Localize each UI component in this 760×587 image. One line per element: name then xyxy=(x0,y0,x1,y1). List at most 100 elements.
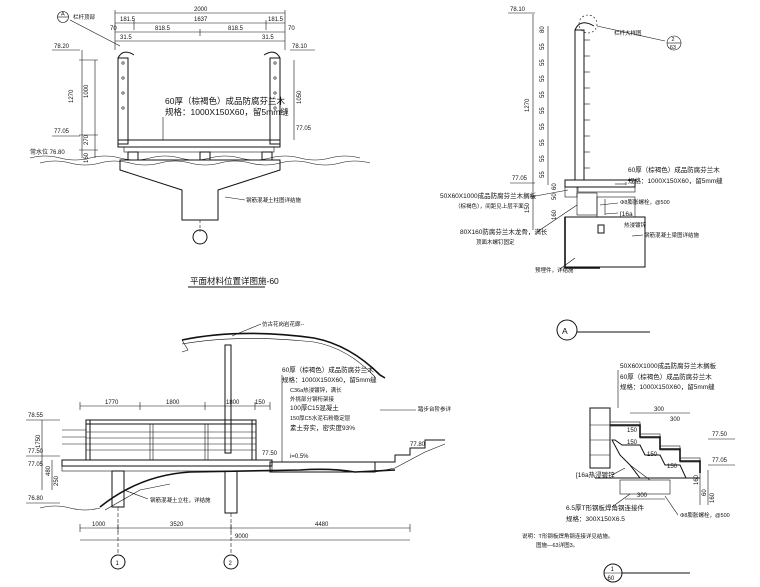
dim-width-total: 2000 xyxy=(194,7,208,13)
tr-lvl-top: 78.10 xyxy=(510,7,526,13)
ds-note-plate-l1: 6.5厚T形钢板焊角钢连接件 xyxy=(566,503,645,512)
bl-layer-2: 100厚C15混凝土 xyxy=(290,403,339,412)
ds-note2-l2: 规格：1000X150X60，留5mm缝 xyxy=(620,382,715,391)
ds-note-channel: [16a热浸镀锌 xyxy=(576,470,615,479)
tr-note4b: 热浸镀锌 xyxy=(624,221,647,229)
deck-joists xyxy=(123,146,275,153)
tr-post xyxy=(574,29,585,181)
bl-vd-1: 480 xyxy=(46,465,52,476)
ds-footer-l2: 图施—63详图3。 xyxy=(536,541,578,549)
pier-axis xyxy=(192,229,208,245)
bl-db-2: 4480 xyxy=(315,522,329,528)
tr-sd-0: 60 xyxy=(552,183,558,190)
pier xyxy=(119,159,281,221)
bl-ground xyxy=(99,468,396,508)
dim-r2-b: 1637 xyxy=(194,17,208,23)
vdim-left-1000: 1000 xyxy=(84,84,90,98)
bl-lvl-b: 77.50 xyxy=(28,449,44,455)
ds-lvl-bottom: 77.05 xyxy=(712,458,728,464)
ds-sd-0: 150 xyxy=(627,428,638,434)
tr-vd-5: 55 xyxy=(540,107,546,114)
vdim-right-1050: 1050 xyxy=(297,90,303,104)
lvl-top-right: 78.10 xyxy=(292,44,308,50)
tr-note5-l2: 顶面木螺钉固定 xyxy=(476,238,515,246)
section-bottom-left: 仿古花岗岩花廊-- 1770 1800 1800 150 钢筋混凝土立柱，详结施 xyxy=(26,320,452,570)
bl-steps xyxy=(375,439,445,463)
bl-deck xyxy=(61,459,273,467)
dim-r3-b: 818.5 xyxy=(155,26,171,32)
bl-roof-note: 仿古花岗岩花廊-- xyxy=(262,320,304,328)
deck-note-line2: 规格：1000X150X60，留5mm缝 xyxy=(165,107,289,117)
bl-dt-2: 1800 xyxy=(226,400,240,406)
section-top-right: 78.10 80 55 55 55 55 55 55 55 55 55 1270… xyxy=(440,7,723,274)
bl-dt-3: 150 xyxy=(255,400,266,406)
detail-a-circle xyxy=(556,319,578,341)
tr-note5-l1: 80X160防腐芬兰木龙骨，满长 xyxy=(460,227,548,236)
dim-r4-a: 31.5 xyxy=(120,35,132,41)
ds-sd-3: 150 xyxy=(667,464,678,470)
bl-paving xyxy=(269,461,376,473)
dim-r3-a: 70 xyxy=(110,26,117,32)
tr-note3: Φ8膨胀螺栓，@500 xyxy=(620,198,670,206)
bl-db-total: 9000 xyxy=(235,534,249,540)
tr-lvl-mid: 77.05 xyxy=(512,176,528,182)
dim-r3-c: 818.5 xyxy=(228,26,244,32)
section-top-left: A 栏杆顶部 2000 181.5 1637 181.5 70 818.5 81… xyxy=(29,7,371,288)
caption-top-left: 平面材料位置详图施-60 xyxy=(190,276,279,286)
deck-boards xyxy=(117,139,281,148)
tr-vd-1270: 1270 xyxy=(525,98,531,112)
bl-lvl-f: 77.80 xyxy=(410,442,426,448)
bl-slope: i=0.5% xyxy=(290,454,309,460)
tr-sd-2: 160 xyxy=(552,209,558,220)
detail-a-label: A xyxy=(562,326,568,336)
ds-vd-0: 160 xyxy=(694,474,700,485)
tr-vd-1: 55 xyxy=(540,43,546,50)
bl-db-0: 1000 xyxy=(92,522,106,528)
bl-lvl-e: 77.50 xyxy=(262,451,278,457)
ds-note-bolt: Φ8膨胀螺栓，@500 xyxy=(680,511,730,519)
ds-dt-0: 300 xyxy=(654,407,665,413)
bl-axis-2: 2 xyxy=(229,561,233,567)
lvl-water: 常水位 76.80 xyxy=(30,148,65,156)
callout-a-label: 栏杆顶部 xyxy=(73,13,96,21)
bl-right-note: 踏步台阶参详 xyxy=(418,405,452,413)
bl-roof xyxy=(181,332,386,379)
bl-dt-1: 1800 xyxy=(166,400,180,406)
callout-a: A xyxy=(61,12,65,18)
bl-db-1: 3520 xyxy=(170,522,184,528)
vdim-left-1270: 1270 xyxy=(69,89,75,103)
bl-layer-1: 外挑部分钢桁架接 xyxy=(290,395,335,403)
ds-callout-bottom: 60 xyxy=(608,576,615,582)
post-left xyxy=(117,57,129,145)
tr-note4: [16a xyxy=(620,211,633,218)
bl-axis-2-circle xyxy=(223,554,239,570)
bl-vd-0: 1750 xyxy=(36,434,42,448)
detail-a: A xyxy=(556,319,650,341)
vdim-left-270: 270 xyxy=(84,134,90,145)
ds-note1: 50X60X1000成品防腐芬兰木搁板 xyxy=(620,361,717,370)
ds-sd-2: 150 xyxy=(647,452,658,458)
tr-callout-top: 2 xyxy=(672,37,675,43)
bl-layer-3: 150厚C5水泥石粉稳定层 xyxy=(290,414,351,422)
vdim-left-160: 160 xyxy=(84,152,90,163)
ds-dt-1: 300 xyxy=(670,417,681,423)
tr-vd-3: 55 xyxy=(540,75,546,82)
bl-vd-2: 250 xyxy=(54,475,60,486)
ds-vd-1: 60 xyxy=(702,489,708,496)
ds-footer-l1: 说明：T形钢板焊角钢连接详见结施。 xyxy=(522,532,613,540)
bl-axis-1-circle xyxy=(110,554,126,570)
tr-vd-150: 150 xyxy=(525,202,531,213)
bl-layer-0: C36a热浸镀锌，满长 xyxy=(290,386,342,394)
tr-sd-1: 50 xyxy=(552,193,558,200)
bl-lvl-c: 77.05 xyxy=(28,462,44,468)
bl-dt-0: 1770 xyxy=(105,400,119,406)
tr-vd-0: 80 xyxy=(540,26,546,33)
ds-callout-top: 1 xyxy=(611,567,615,573)
lvl-mid-right: 77.05 xyxy=(296,126,312,132)
tr-note1-l2: 规格：1000X150X60，留5mm缝 xyxy=(628,176,723,185)
tr-vd-4: 55 xyxy=(540,91,546,98)
deck-note-line1: 60厚（棕褐色）成品防腐芬兰木 xyxy=(165,96,285,106)
ds-bottom-dim: 300 xyxy=(637,493,648,499)
dim-r4-b: 31.5 xyxy=(262,35,274,41)
ds-note-plate-l2: 规格：300X150X6.5 xyxy=(566,514,625,523)
